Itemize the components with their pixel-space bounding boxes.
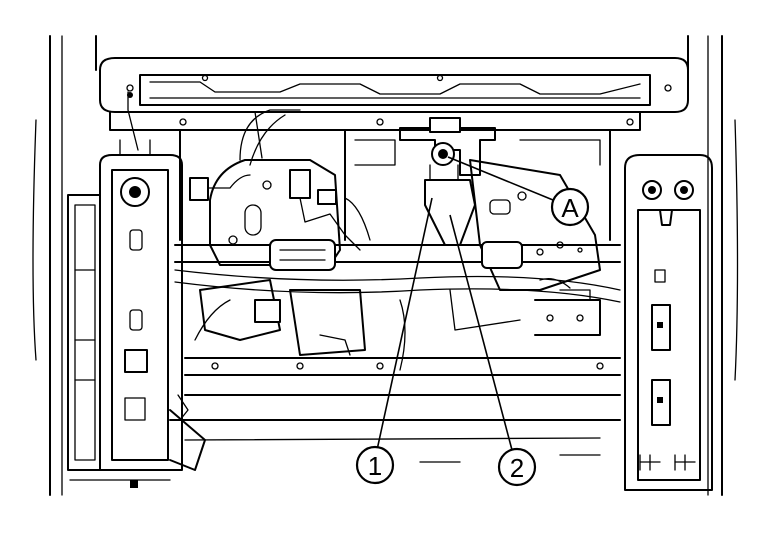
- cross-rods: [174, 239, 621, 303]
- outer-frame: [32, 35, 739, 496]
- left-seat-rail: [67, 139, 206, 488]
- wiring: [194, 111, 571, 371]
- leader-lines: [376, 156, 554, 451]
- callout-1: 1: [355, 445, 395, 485]
- top-rail-assembly: [99, 57, 689, 151]
- right-seat-rail: [624, 154, 713, 491]
- lower-mechanism: [199, 279, 601, 356]
- callout-2: 2: [497, 447, 537, 487]
- harness-connector: [189, 169, 361, 251]
- callout-1-label: 1: [368, 451, 382, 481]
- center-frame: [179, 129, 611, 241]
- lower-cross-bars: [169, 357, 621, 463]
- callout-2-label: 2: [510, 453, 524, 483]
- center-bracket: [399, 117, 496, 246]
- callout-a-label: A: [561, 193, 579, 223]
- callout-a: A: [550, 187, 590, 227]
- right-mount-plate: [469, 159, 601, 291]
